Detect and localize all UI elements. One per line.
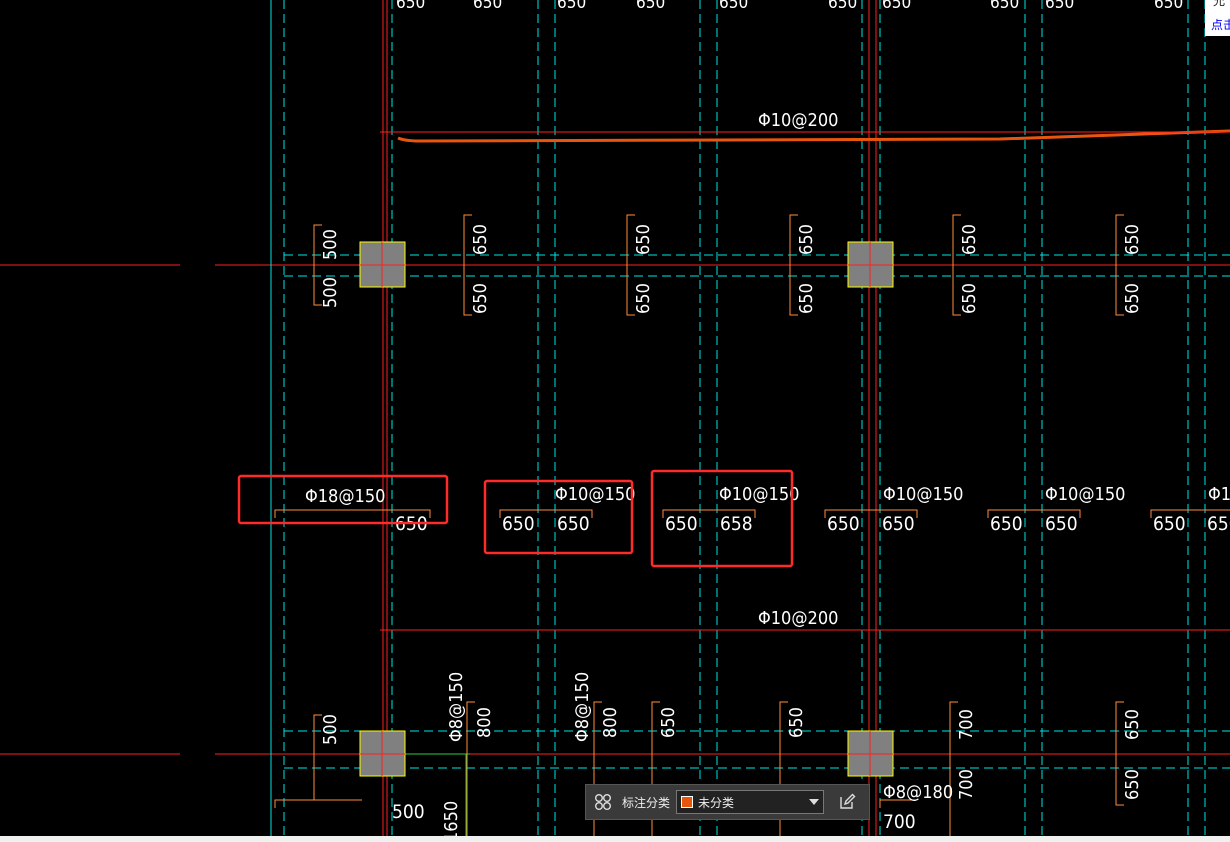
top-dim-label: 650	[1154, 0, 1183, 13]
top-dimension-labels: 650 650 650 650 650 650 650 650 650 650	[396, 0, 1183, 13]
side-panel-text: 允	[1213, 0, 1226, 8]
dim-label-vertical: 650	[1122, 709, 1143, 740]
rebar-lines	[380, 129, 1230, 631]
columns	[359, 241, 894, 777]
dim-label: 658	[720, 513, 753, 535]
rebar-label-row-5: Φ10@150	[1045, 484, 1125, 505]
dim-label: 650	[882, 513, 915, 535]
dim-label: 650	[665, 513, 698, 535]
dimension-brackets	[274, 214, 1230, 842]
top-dim-label: 650	[396, 0, 425, 13]
highlight-box-2	[483, 479, 634, 555]
dim-label-vertical: 650	[786, 707, 807, 738]
highlight-box-1	[237, 474, 449, 525]
annotation-category-value: 未分类	[698, 795, 735, 810]
grid-icon[interactable]	[592, 791, 614, 813]
dim-label-vertical: 650	[633, 224, 654, 255]
top-dim-label: 650	[882, 0, 911, 13]
dim-label-vertical: 650	[959, 224, 980, 255]
dim-label-vertical: 700	[956, 769, 977, 800]
rebar-label-bottom: Φ8@180	[883, 782, 953, 803]
highlight-box-3	[650, 469, 794, 568]
dim-label-vertical: 650	[633, 283, 654, 314]
dim-label: 650	[557, 513, 590, 535]
dim-label-vertical: 650	[1122, 283, 1143, 314]
rebar-label-row-1: Φ18@150	[305, 486, 385, 507]
dim-label: 650	[1045, 513, 1078, 535]
dim-label-vertical: 700	[956, 709, 977, 740]
annotation-category-select[interactable]: 未分类	[676, 790, 825, 814]
top-dim-label: 650	[473, 0, 502, 13]
chevron-down-icon	[809, 799, 820, 805]
top-dim-label: 650	[990, 0, 1019, 13]
rebar-label-row-4: Φ10@150	[883, 484, 963, 505]
dim-label: 650	[1153, 513, 1186, 535]
rebar-label-vertical: Φ8@150	[446, 672, 467, 742]
top-dim-label: 650	[636, 0, 665, 13]
dim-label: 500	[392, 801, 425, 823]
dim-label: 650	[990, 513, 1023, 535]
edit-icon[interactable]	[836, 791, 858, 813]
dim-label-vertical: 650	[1122, 769, 1143, 800]
rebar-label-top: Φ10@200	[758, 110, 838, 131]
dim-label-vertical: 1650	[441, 801, 462, 842]
rebar-label-row-6: Φ10	[1208, 484, 1230, 505]
side-panel-link[interactable]: 点击	[1211, 18, 1230, 32]
rebar-label-vertical: Φ8@150	[572, 672, 593, 742]
top-dim-label: 650	[557, 0, 586, 13]
axis-gaps	[180, 263, 215, 756]
dim-label: 650	[502, 513, 535, 535]
dim-label-vertical: 650	[796, 224, 817, 255]
dim-label: 700	[883, 811, 916, 833]
dim-label-vertical: 500	[320, 229, 341, 260]
annotation-category-label: 标注分类	[622, 795, 671, 810]
rebar-label-mid: Φ10@200	[758, 608, 838, 629]
dim-label-vertical: 800	[474, 707, 495, 738]
top-dim-label: 650	[1045, 0, 1074, 13]
top-dim-label: 650	[719, 0, 748, 13]
annotation-toolbar: 标注分类 未分类	[585, 784, 870, 820]
dim-label-vertical: 800	[600, 707, 621, 738]
properties-side-panel: 允 点击	[1205, 0, 1230, 36]
dim-label: 650	[827, 513, 860, 535]
green-guide-lines	[405, 753, 470, 842]
dim-label-vertical: 500	[320, 277, 341, 308]
dim-label-vertical: 500	[320, 714, 341, 745]
dim-label-vertical: 650	[959, 283, 980, 314]
top-dim-label: 650	[828, 0, 857, 13]
beam-outlines	[283, 0, 1230, 842]
dim-label-vertical: 650	[1122, 224, 1143, 255]
rebar-label-row-3: Φ10@150	[719, 484, 799, 505]
category-color-swatch	[681, 796, 694, 808]
status-bar	[0, 836, 1230, 842]
rebar-label-row-2: Φ10@150	[555, 484, 635, 505]
dim-label-vertical: 650	[470, 224, 491, 255]
dim-label-vertical: 650	[796, 283, 817, 314]
highlight-boxes	[237, 469, 794, 568]
dim-label-vertical: 650	[658, 707, 679, 738]
dim-label: 650	[1207, 513, 1230, 535]
dim-label-vertical: 650	[470, 283, 491, 314]
